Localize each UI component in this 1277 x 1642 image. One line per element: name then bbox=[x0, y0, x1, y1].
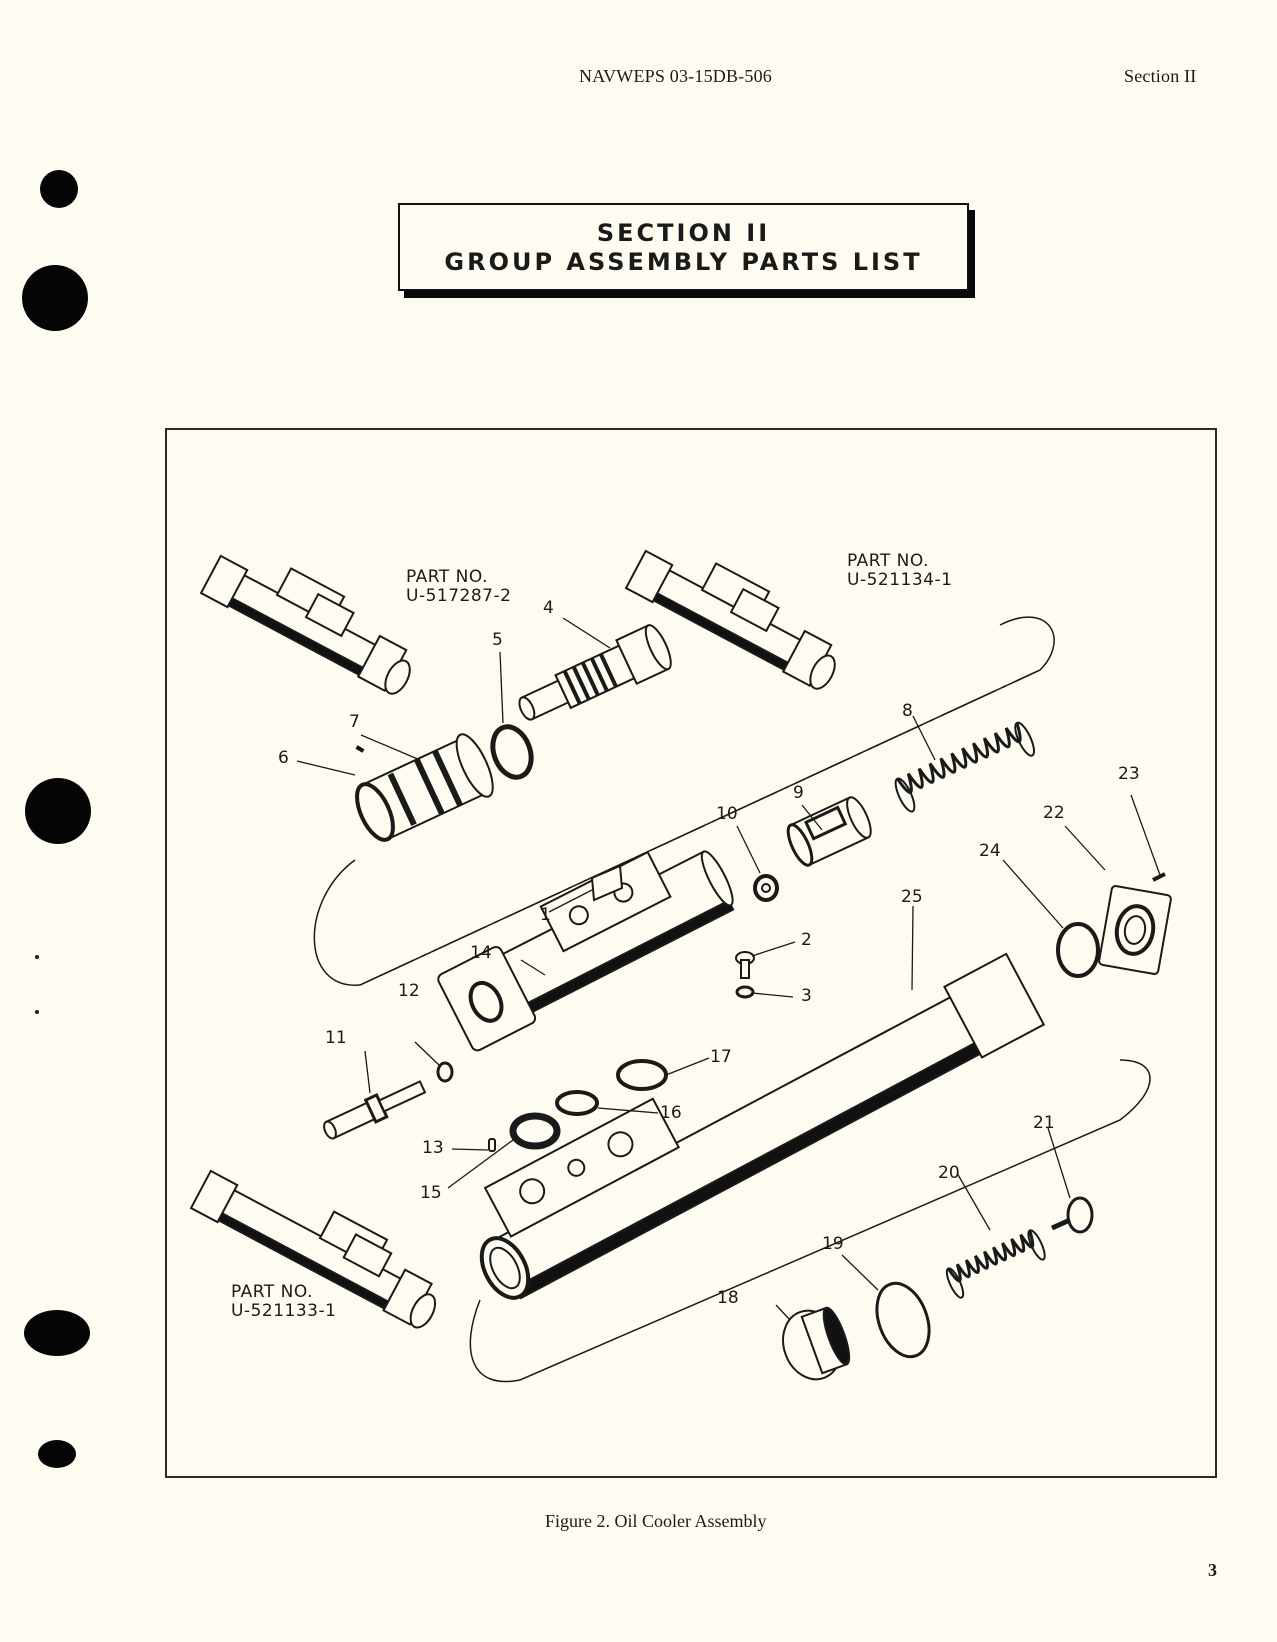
part-11-shaft-icon bbox=[323, 1080, 427, 1140]
callout-18: 18 bbox=[717, 1288, 739, 1308]
callout-13: 13 bbox=[422, 1138, 444, 1158]
callout-9: 9 bbox=[793, 783, 804, 803]
part-7-cage-icon bbox=[355, 733, 494, 842]
part-number-label: PART NO. U-521133-1 bbox=[231, 1283, 336, 1321]
part-21-seat-icon bbox=[1050, 1196, 1094, 1234]
callout-10: 10 bbox=[716, 804, 738, 824]
part-number-label: PART NO. U-517287-2 bbox=[406, 568, 511, 606]
part-9-poppet-icon bbox=[786, 796, 872, 867]
part-6-pin-icon bbox=[355, 745, 365, 753]
part-4-valve-icon bbox=[518, 624, 672, 721]
part-number-value: U-521133-1 bbox=[231, 1301, 337, 1321]
assembly-thumbnail-icon bbox=[624, 549, 836, 690]
part-24-oring-icon bbox=[1056, 922, 1100, 978]
callout-15: 15 bbox=[420, 1183, 442, 1203]
callout-5: 5 bbox=[492, 630, 503, 650]
binder-hole-icon bbox=[22, 265, 88, 331]
assembly-thumbnail-icon bbox=[199, 554, 411, 695]
callout-17: 17 bbox=[710, 1047, 732, 1067]
part-number-label: PART NO. U-521134-1 bbox=[847, 552, 952, 590]
callout-16: 16 bbox=[660, 1103, 682, 1123]
part-2-bolt-icon bbox=[735, 951, 755, 979]
part-18-plug-icon bbox=[782, 1306, 851, 1381]
part-19-ring-icon bbox=[875, 1281, 931, 1359]
section-title-box: SECTION II GROUP ASSEMBLY PARTS LIST bbox=[398, 203, 969, 291]
part-number-value: U-521134-1 bbox=[847, 570, 953, 590]
part-23-screw-icon bbox=[1152, 872, 1166, 882]
assembly-thumbnail-icon bbox=[189, 1169, 437, 1329]
part-8-spring-icon bbox=[894, 721, 1035, 813]
callout-4: 4 bbox=[543, 598, 554, 618]
part-25-body-icon bbox=[479, 952, 1046, 1300]
part-17-oring-icon bbox=[616, 1059, 668, 1091]
part-14-housing-icon bbox=[437, 850, 735, 1052]
part-1-plate-icon bbox=[590, 864, 624, 902]
document-number: NAVWEPS 03-15DB-506 bbox=[579, 66, 772, 86]
binder-hole-icon bbox=[40, 170, 78, 208]
binder-hole-icon bbox=[25, 778, 91, 844]
callout-20: 20 bbox=[938, 1163, 960, 1183]
callout-25: 25 bbox=[901, 887, 923, 907]
speck-mark bbox=[35, 1010, 39, 1014]
section-subtitle: GROUP ASSEMBLY PARTS LIST bbox=[444, 248, 923, 276]
callout-2: 2 bbox=[801, 930, 812, 950]
callout-8: 8 bbox=[902, 701, 913, 721]
callout-23: 23 bbox=[1118, 764, 1140, 784]
callout-14: 14 bbox=[470, 943, 492, 963]
binder-hole-icon bbox=[24, 1310, 90, 1356]
callout-12: 12 bbox=[398, 981, 420, 1001]
part-12-oring-icon bbox=[436, 1061, 454, 1083]
part-16-oring-icon bbox=[555, 1090, 599, 1116]
callout-21: 21 bbox=[1033, 1113, 1055, 1133]
part-5-oring-icon bbox=[490, 724, 534, 780]
part-number-heading: PART NO. bbox=[847, 551, 929, 571]
callout-22: 22 bbox=[1043, 803, 1065, 823]
part-22-flange-icon bbox=[1098, 885, 1172, 975]
speck-mark bbox=[35, 955, 39, 959]
part-15-packing-icon bbox=[509, 1112, 561, 1150]
page-number: 3 bbox=[1208, 1560, 1217, 1580]
part-number-value: U-517287-2 bbox=[406, 586, 512, 606]
callout-3: 3 bbox=[801, 986, 812, 1006]
callout-19: 19 bbox=[822, 1234, 844, 1254]
figure-frame bbox=[165, 428, 1217, 1478]
callout-11: 11 bbox=[325, 1028, 347, 1048]
binder-hole-icon bbox=[38, 1440, 76, 1468]
part-number-heading: PART NO. bbox=[406, 567, 488, 587]
callout-6: 6 bbox=[278, 748, 289, 768]
part-13-dowel-icon bbox=[488, 1138, 496, 1152]
section-title: SECTION II bbox=[596, 219, 771, 247]
callout-7: 7 bbox=[349, 712, 360, 732]
callout-24: 24 bbox=[979, 841, 1001, 861]
part-10-nut-icon bbox=[753, 874, 779, 902]
part-20-spring-icon bbox=[945, 1229, 1046, 1299]
part-3-washer-icon bbox=[735, 985, 755, 999]
callout-1: 1 bbox=[540, 905, 551, 925]
figure-caption: Figure 2. Oil Cooler Assembly bbox=[545, 1511, 767, 1531]
part-number-heading: PART NO. bbox=[231, 1282, 313, 1302]
section-label: Section II bbox=[1124, 66, 1197, 86]
